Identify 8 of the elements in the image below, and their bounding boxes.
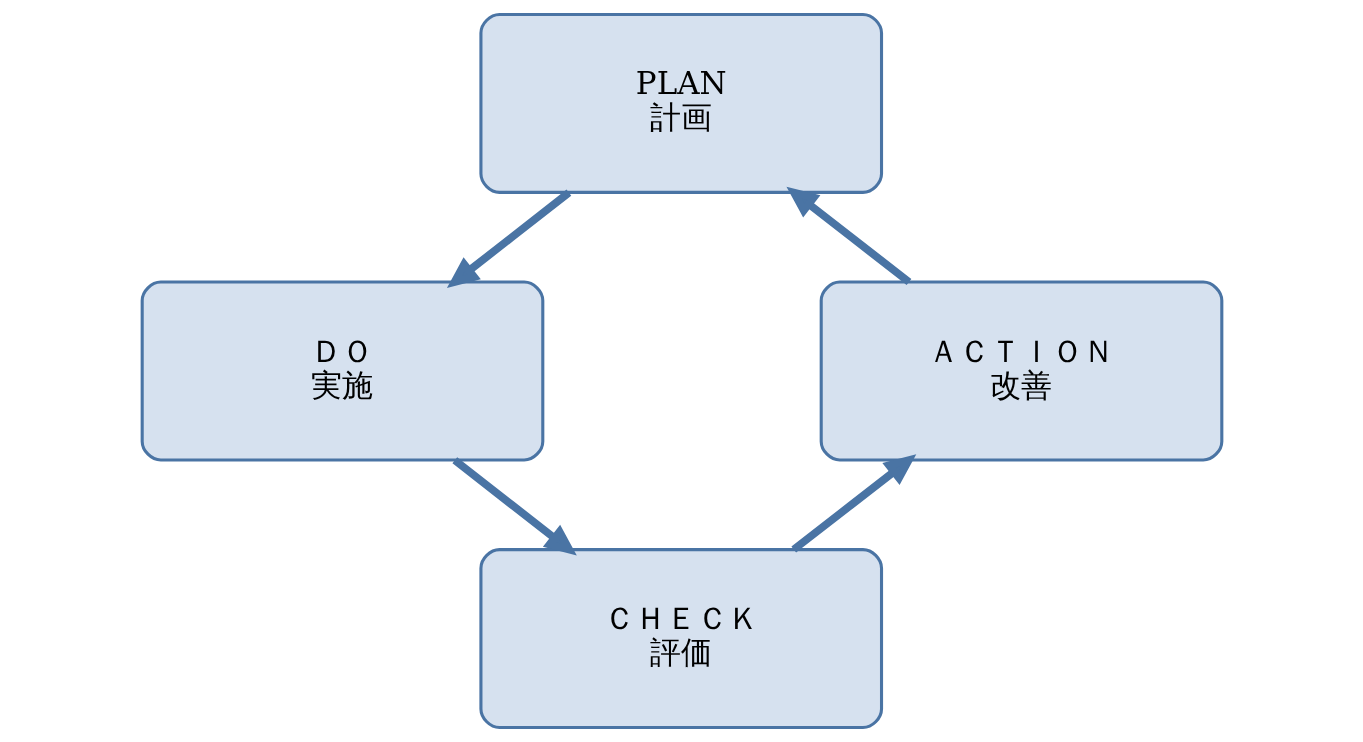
arrow [785,186,911,286]
node-box: ＡＣＴＩＯＮ 改善 [819,280,1223,462]
node-box: PLAN 計画 [478,12,883,194]
node-box: ＣＨＥＣＫ 評価 [478,548,883,730]
arrow [451,457,577,556]
node-box: ＤＯ 実施 [140,280,544,462]
arrow [790,454,916,553]
arrow [446,189,571,288]
